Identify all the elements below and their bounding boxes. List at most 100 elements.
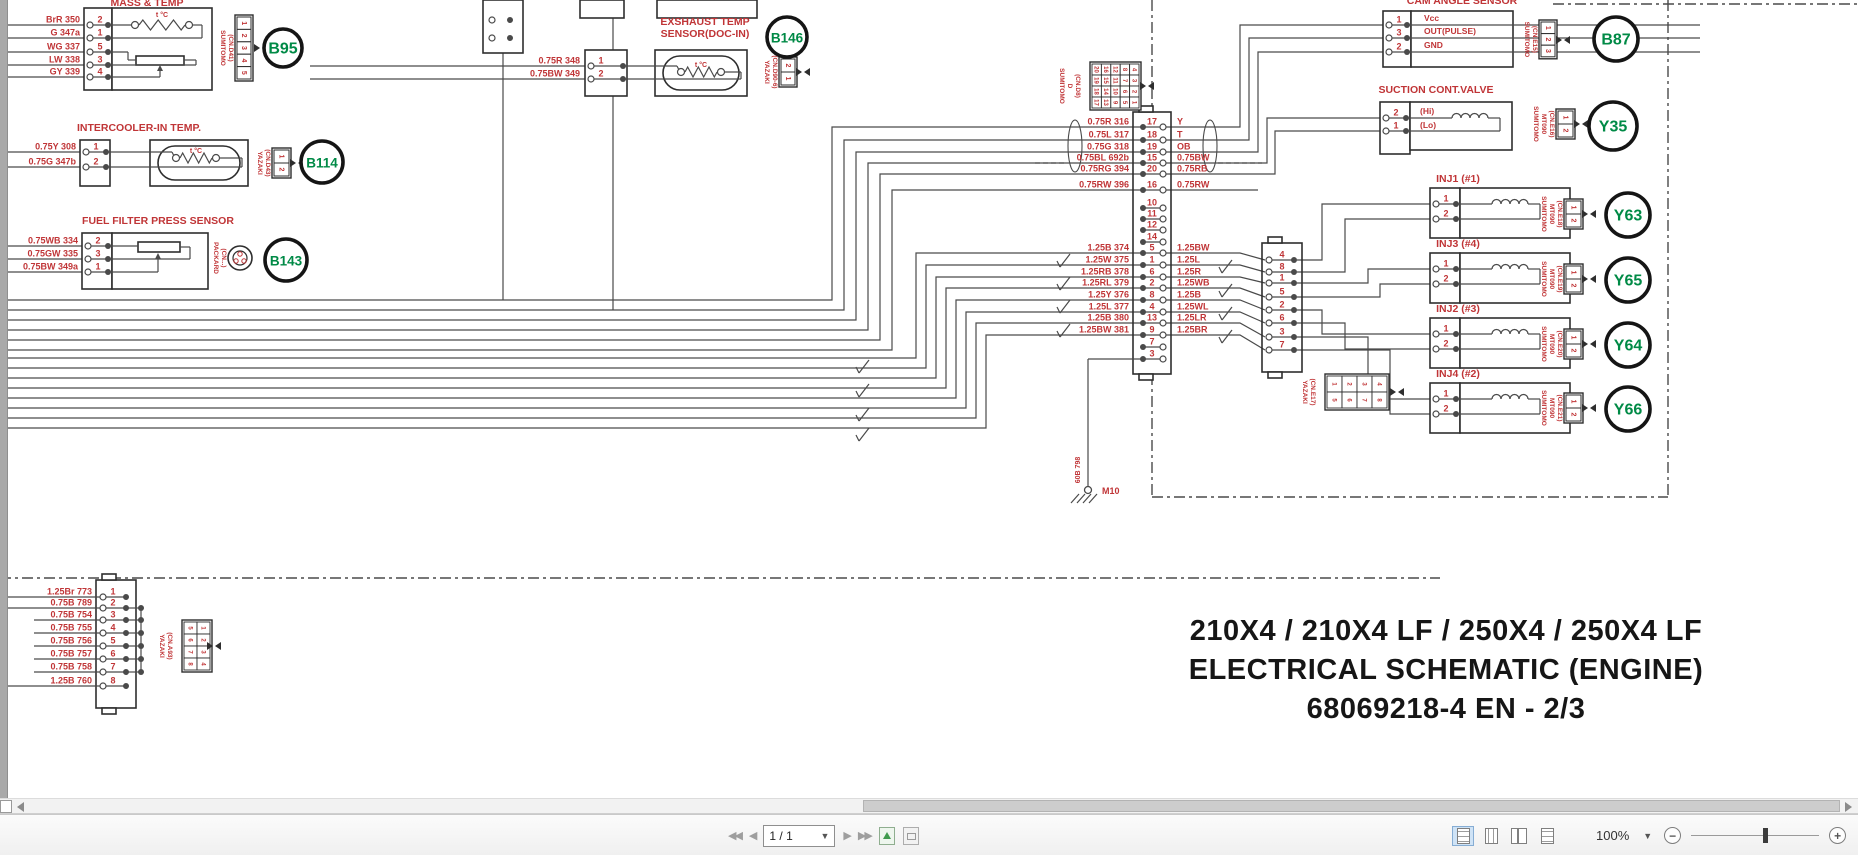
svg-text:1.25W 375: 1.25W 375 (1085, 255, 1129, 265)
svg-text:0.75G 347b: 0.75G 347b (28, 157, 76, 167)
svg-text:0.75Y 308: 0.75Y 308 (35, 142, 76, 152)
view-two-page-button[interactable] (1508, 826, 1530, 846)
svg-text:60B 798: 60B 798 (1075, 457, 1082, 484)
svg-text:7: 7 (1121, 79, 1127, 83)
svg-text:18: 18 (1147, 130, 1157, 140)
horizontal-scroll-thumb[interactable] (863, 800, 1840, 812)
next-page-button[interactable]: ▶ (843, 830, 852, 842)
svg-text:1: 1 (1331, 382, 1337, 386)
svg-text:Y35: Y35 (1599, 119, 1628, 136)
svg-text:0.75B 754: 0.75B 754 (50, 610, 92, 620)
view-continuous-button[interactable] (1452, 825, 1474, 846)
next-view-button[interactable] (902, 826, 919, 845)
svg-text:MT090: MT090 (1540, 114, 1547, 135)
svg-text:1: 1 (1443, 389, 1448, 399)
svg-text:4: 4 (97, 67, 102, 77)
svg-text:1: 1 (1443, 194, 1448, 204)
svg-text:SUMITOMO: SUMITOMO (1540, 196, 1547, 232)
zoom-dropdown-caret-icon[interactable]: ▼ (1643, 830, 1653, 841)
svg-text:1: 1 (1393, 121, 1398, 131)
svg-text:SUMITOMO: SUMITOMO (1058, 68, 1065, 104)
svg-text:Y: Y (1177, 117, 1183, 127)
component-id-circle-Y65: Y65 (1604, 256, 1652, 304)
scroll-left-arrow-icon[interactable] (17, 802, 24, 812)
svg-text:OUT(PULSE): OUT(PULSE) (1424, 26, 1476, 36)
first-page-button[interactable]: ◀◀ (728, 830, 743, 842)
svg-text:0.75B 755: 0.75B 755 (50, 623, 92, 633)
svg-text:12: 12 (1112, 66, 1118, 73)
svg-text:(Hi): (Hi) (1420, 106, 1434, 116)
svg-text:Y63: Y63 (1614, 208, 1643, 225)
previous-page-button[interactable]: ◀ (748, 830, 758, 842)
svg-text:1: 1 (97, 28, 102, 38)
svg-text:1: 1 (1396, 15, 1401, 25)
svg-text:20: 20 (1093, 66, 1099, 73)
svg-text:9: 9 (1112, 101, 1118, 105)
svg-text:0.75RW: 0.75RW (1177, 180, 1210, 190)
svg-text:0.75BW 349: 0.75BW 349 (530, 69, 580, 79)
svg-text:SUMITOMO: SUMITOMO (1523, 22, 1530, 58)
svg-text:5: 5 (1121, 101, 1127, 105)
svg-text:3: 3 (95, 249, 100, 259)
two-page-icon (1511, 827, 1527, 844)
zoom-slider-handle[interactable] (1763, 828, 1769, 843)
svg-text:1.25WB: 1.25WB (1177, 278, 1210, 288)
svg-text:MT090: MT090 (1548, 204, 1555, 225)
scrollbar-corner-box (0, 800, 12, 813)
svg-text:2: 2 (1396, 42, 1401, 52)
horizontal-scrollbar[interactable] (0, 798, 1858, 814)
svg-text:2: 2 (95, 236, 100, 246)
svg-text:14: 14 (1147, 232, 1157, 242)
svg-text:0.75B 758: 0.75B 758 (50, 662, 92, 672)
last-page-button[interactable]: ▶▶ (857, 830, 873, 842)
svg-text:9: 9 (1149, 325, 1154, 335)
zoom-out-button[interactable]: − (1664, 827, 1682, 844)
svg-text:SUMITOMO: SUMITOMO (1540, 390, 1547, 426)
svg-text:0.75R 348: 0.75R 348 (538, 56, 580, 66)
svg-text:10: 10 (1112, 88, 1118, 95)
wiring-harness (0, 18, 1432, 442)
svg-text:1: 1 (95, 262, 100, 272)
svg-text:3: 3 (1361, 382, 1367, 386)
sensor-inj2: INJ2 (#3)12 (1429, 303, 1571, 369)
view-wrapped-button[interactable] (1536, 826, 1558, 846)
svg-text:B114: B114 (306, 156, 338, 171)
svg-text:GY 339: GY 339 (50, 67, 80, 77)
svg-text:12: 12 (1147, 220, 1157, 230)
view-single-page-button[interactable] (1480, 826, 1502, 846)
svg-text:8: 8 (1376, 398, 1382, 402)
svg-text:0.75R 316: 0.75R 316 (1087, 117, 1129, 127)
svg-text:1.25B: 1.25B (1177, 290, 1202, 300)
scroll-right-arrow-icon[interactable] (1845, 802, 1852, 812)
svg-text:SENSOR(DOC-IN): SENSOR(DOC-IN) (661, 28, 750, 40)
svg-text:T: T (1177, 130, 1183, 140)
svg-text:0.75B 789: 0.75B 789 (50, 598, 92, 608)
page-number-select[interactable]: 1 / 1 ▼ (763, 824, 836, 847)
svg-text:Y65: Y65 (1614, 273, 1643, 290)
svg-text:OB: OB (1177, 142, 1191, 152)
zoom-slider-track[interactable] (1691, 828, 1820, 843)
svg-text:PACKARD: PACKARD (212, 242, 219, 274)
single-page-icon (1456, 827, 1470, 844)
svg-text:2: 2 (784, 64, 791, 68)
page-dropdown-caret-icon: ▼ (820, 830, 830, 841)
svg-text:11: 11 (1147, 209, 1157, 219)
zoom-in-button[interactable]: + (1829, 827, 1847, 844)
svg-text:1: 1 (1570, 206, 1577, 210)
svg-text:(CN.D8): (CN.D8) (1074, 74, 1081, 98)
svg-text:8: 8 (1121, 68, 1127, 72)
svg-text:1: 1 (240, 21, 247, 25)
svg-text:SUMITOMO: SUMITOMO (1540, 261, 1547, 297)
previous-view-button[interactable] (878, 826, 895, 845)
svg-text:0.75WB 334: 0.75WB 334 (28, 236, 78, 246)
title-model-line: 210X4 / 210X4 LF / 250X4 / 250X4 LF (1189, 615, 1703, 647)
